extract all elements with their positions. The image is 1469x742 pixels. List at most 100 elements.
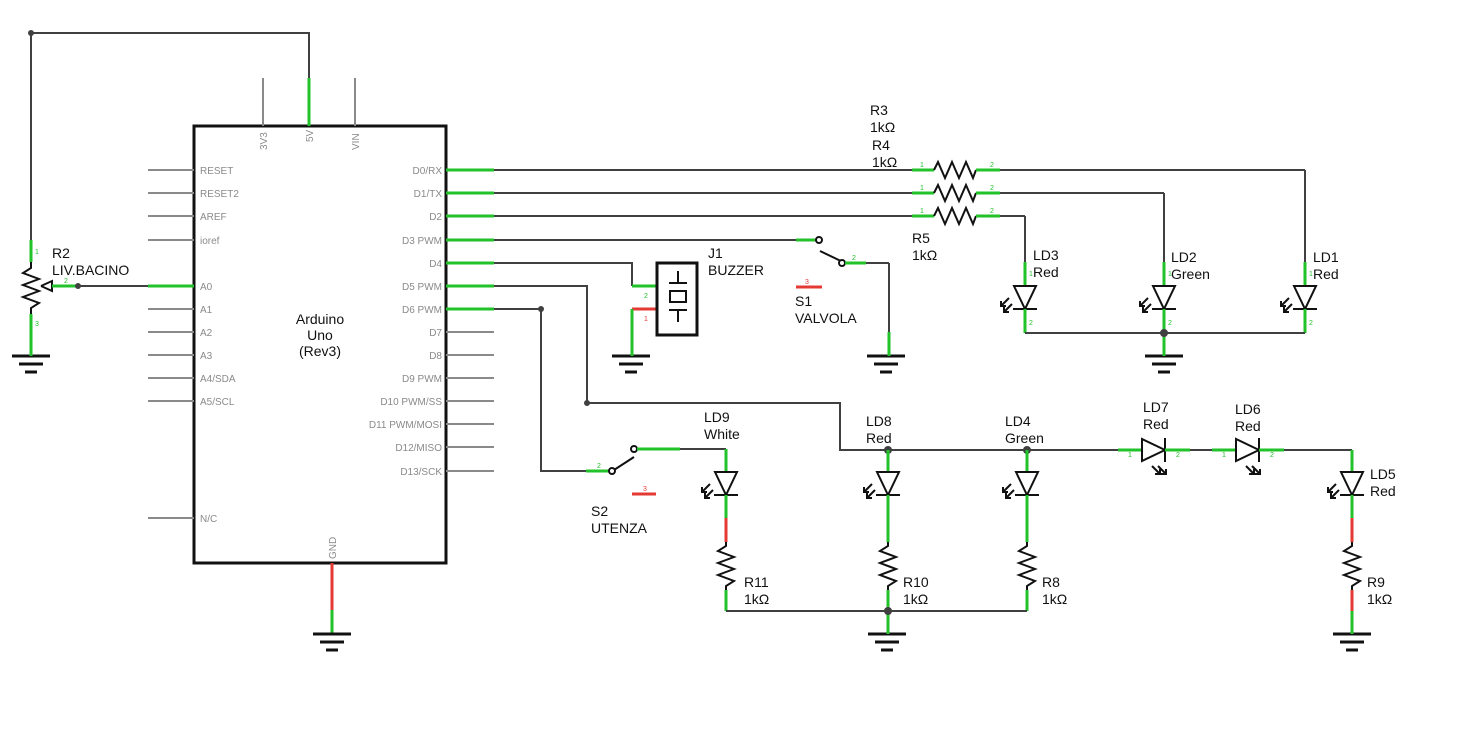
pin-label-a4: A4/SDA: [200, 374, 236, 385]
svg-text:1: 1: [920, 185, 924, 192]
pin-label-gnd: GND: [328, 537, 339, 559]
label-ld2-ref: LD2: [1171, 249, 1197, 265]
svg-text:1: 1: [1222, 452, 1226, 459]
ground-symbol: [868, 632, 906, 652]
pin-label-a5: A5/SCL: [200, 397, 235, 408]
svg-text:3: 3: [35, 321, 39, 328]
wire-d2: [494, 215, 1026, 262]
svg-text:3: 3: [805, 279, 809, 286]
svg-text:2: 2: [597, 463, 601, 470]
label-ld8-ref: LD8: [866, 413, 892, 429]
label-ld1-value: Red: [1313, 266, 1339, 282]
label-ld8-value: Red: [866, 430, 892, 446]
svg-text:1: 1: [644, 316, 648, 323]
wire-d4: [494, 262, 633, 286]
pin-label-5v: 5V: [305, 129, 316, 142]
label-s1-value: VALVOLA: [795, 310, 857, 326]
pin-label-d1: D1/TX: [414, 189, 443, 200]
led-ld7: 1 2 LD7 Red: [1118, 399, 1212, 475]
svg-text:2: 2: [1270, 452, 1274, 459]
label-ld6-value: Red: [1235, 418, 1261, 434]
label-j1-value: BUZZER: [708, 262, 764, 278]
label-ld6-ref: LD6: [1235, 401, 1261, 417]
svg-text:1: 1: [1168, 271, 1172, 278]
wire-d0: [494, 169, 1306, 262]
led-ld1: 1 2 LD1 Red: [1280, 249, 1339, 333]
resistor-r8: R8 1kΩ: [1016, 542, 1067, 611]
svg-text:1: 1: [35, 249, 39, 256]
svg-text:2: 2: [852, 255, 856, 262]
svg-text:2: 2: [644, 293, 648, 300]
pin-label-ioref: ioref: [200, 236, 220, 247]
label-ld4-ref: LD4: [1005, 413, 1031, 429]
wire-bottom-ground: [726, 607, 1027, 615]
pin-label-a0: A0: [200, 282, 213, 293]
svg-text:2: 2: [1176, 452, 1180, 459]
ground-symbol: [313, 632, 351, 652]
svg-text:1: 1: [1309, 271, 1313, 278]
label-ld3-ref: LD3: [1033, 247, 1059, 263]
wire-d1: [494, 192, 1165, 262]
pin-label-3v3: 3V3: [259, 132, 270, 150]
pin-label-d8: D8: [429, 351, 442, 362]
potentiometer-r2: 1 3 2 R2 LIV.BACINO: [20, 240, 148, 356]
svg-text:2: 2: [1029, 320, 1033, 327]
pin-label-d12: D12/MISO: [395, 443, 442, 454]
label-r2-ref: R2: [52, 245, 70, 261]
label-j1-ref: J1: [708, 245, 723, 261]
pin-label-d9: D9 PWM: [402, 374, 442, 385]
pin-label-d2: D2: [429, 212, 442, 223]
resistor-r4: 1 2 R4 1kΩ: [872, 137, 1000, 204]
led-ld6: 1 2 LD6 Red: [1212, 401, 1352, 475]
pin-label-reset: RESET: [200, 166, 233, 177]
resistor-r3: 1 2 R3 1kΩ: [870, 102, 1000, 181]
label-r8-value: 1kΩ: [1042, 591, 1067, 607]
led-ld3: 1 2 LD3 Red: [1000, 247, 1059, 333]
svg-text:1: 1: [1128, 452, 1132, 459]
label-s2-value: UTENZA: [591, 520, 648, 536]
label-r2-value: LIV.BACINO: [52, 262, 129, 278]
label-ld9-ref: LD9: [704, 409, 730, 425]
ground-symbol: [612, 354, 650, 374]
pin-label-aref: AREF: [200, 212, 227, 223]
resistor-r9: R9 1kΩ: [1341, 542, 1392, 634]
pin-label-d3: D3 PWM: [402, 236, 442, 247]
led-ld5: LD5 Red: [1327, 450, 1396, 542]
label-r10-ref: R10: [903, 574, 929, 590]
arduino-rev: (Rev3): [299, 343, 341, 359]
pin-label-a2: A2: [200, 328, 213, 339]
pin-label-d4: D4: [429, 259, 442, 270]
label-r5-ref: R5: [912, 230, 930, 246]
label-r3-ref: R3: [870, 102, 888, 118]
svg-text:2: 2: [1168, 320, 1172, 327]
label-ld5-value: Red: [1370, 483, 1396, 499]
label-ld7-value: Red: [1143, 416, 1169, 432]
switch-s1: 3 2 S1 VALVOLA: [795, 236, 891, 356]
label-r9-value: 1kΩ: [1367, 591, 1392, 607]
wire-d6: [494, 306, 586, 472]
wire-d5: [494, 285, 1118, 454]
pin-label-d6: D6 PWM: [402, 305, 442, 316]
label-r11-value: 1kΩ: [744, 591, 769, 607]
wire-5v-to-pot: [28, 30, 310, 240]
switch-s2: 2 3 S2 UTENZA: [586, 445, 726, 536]
resistor-r10: R10 1kΩ: [877, 542, 929, 634]
arduino-name: Arduino: [296, 311, 344, 327]
pin-label-d7: D7: [429, 328, 442, 339]
label-r8-ref: R8: [1042, 574, 1060, 590]
pin-label-d10: D10 PWM/SS: [380, 397, 442, 408]
ground-symbol: [1333, 632, 1371, 652]
label-r4-ref: R4: [872, 137, 890, 153]
arduino-model: Uno: [307, 327, 333, 343]
svg-text:2: 2: [64, 278, 68, 285]
led-ld2: 1 2 LD2 Green: [1139, 249, 1210, 333]
resistor-r5: 1 2 R5 1kΩ: [912, 205, 1000, 263]
label-r5-value: 1kΩ: [912, 247, 937, 263]
label-r10-value: 1kΩ: [903, 591, 928, 607]
label-r9-ref: R9: [1367, 574, 1385, 590]
pin-label-vin: VIN: [351, 133, 362, 150]
label-ld1-ref: LD1: [1313, 249, 1339, 265]
pin-label-d0: D0/RX: [413, 166, 443, 177]
svg-text:1: 1: [920, 162, 924, 169]
